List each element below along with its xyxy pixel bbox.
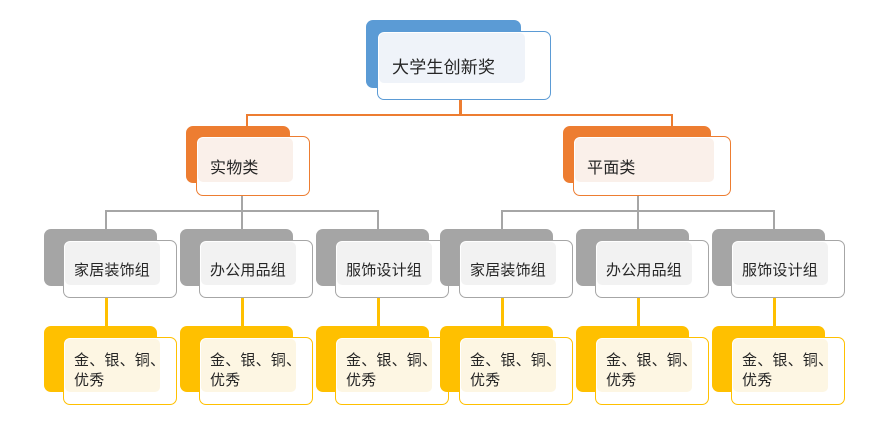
node-award-3-inner-fill [337, 339, 432, 392]
node-award-1-inner-fill [65, 339, 160, 392]
connector-to-group-1 [105, 210, 107, 229]
node-group-5-label: 办公用品组 [606, 261, 683, 279]
connector-to-group-4 [501, 210, 503, 229]
node-category-2-label: 平面类 [587, 160, 636, 177]
node-award-4-label: 金、银、铜、优秀 [470, 351, 562, 389]
connector-to-group-6 [773, 210, 775, 229]
node-root-face[interactable]: 大学生创新奖 [377, 31, 551, 100]
node-group-1[interactable]: 家居装饰组 [44, 229, 177, 298]
node-group-1-label: 家居装饰组 [74, 261, 151, 279]
node-award-6-label: 金、银、铜、优秀 [742, 351, 834, 389]
node-award-4-face[interactable]: 金、银、铜、优秀 [459, 337, 573, 405]
node-award-2[interactable]: 金、银、铜、优秀 [180, 326, 313, 405]
node-award-6-inner-fill [733, 339, 828, 392]
node-group-2-face[interactable]: 办公用品组 [199, 240, 313, 298]
connector-to-group-3 [377, 210, 379, 229]
node-group-2-label: 办公用品组 [210, 261, 287, 279]
node-category-2-inner-fill [575, 138, 714, 182]
node-group-3[interactable]: 服饰设计组 [316, 229, 449, 298]
node-root-inner-fill [379, 33, 525, 83]
connector-to-award-5 [637, 298, 640, 326]
connector-to-group-2 [241, 210, 243, 229]
connector-to-group-5 [637, 210, 639, 229]
node-group-5-inner-fill [597, 242, 692, 285]
node-group-2[interactable]: 办公用品组 [180, 229, 313, 298]
connector-to-category-2 [671, 114, 673, 126]
connector-category-1-down [241, 196, 243, 212]
connector-to-category-1 [246, 114, 248, 126]
node-award-1-face[interactable]: 金、银、铜、优秀 [63, 337, 177, 405]
node-group-6-face[interactable]: 服饰设计组 [731, 240, 845, 298]
node-category-2-face[interactable]: 平面类 [573, 136, 731, 196]
node-award-2-face[interactable]: 金、银、铜、优秀 [199, 337, 313, 405]
node-group-6-inner-fill [733, 242, 828, 285]
node-group-1-face[interactable]: 家居装饰组 [63, 240, 177, 298]
node-award-6[interactable]: 金、银、铜、优秀 [712, 326, 845, 405]
node-category-1-inner-fill [198, 138, 293, 182]
node-award-3[interactable]: 金、银、铜、优秀 [316, 326, 449, 405]
node-group-1-inner-fill [65, 242, 160, 285]
node-root-label: 大学生创新奖 [392, 58, 496, 77]
node-award-1[interactable]: 金、银、铜、优秀 [44, 326, 177, 405]
node-award-2-inner-fill [201, 339, 296, 392]
node-award-3-face[interactable]: 金、银、铜、优秀 [335, 337, 449, 405]
node-award-5-label: 金、银、铜、优秀 [606, 351, 698, 389]
node-root[interactable]: 大学生创新奖 [366, 20, 551, 100]
node-award-4-inner-fill [461, 339, 556, 392]
node-group-4[interactable]: 家居装饰组 [440, 229, 573, 298]
node-award-5-inner-fill [597, 339, 692, 392]
node-award-5[interactable]: 金、银、铜、优秀 [576, 326, 709, 405]
node-category-2[interactable]: 平面类 [563, 126, 731, 196]
node-award-2-label: 金、银、铜、优秀 [210, 351, 302, 389]
connector-root-bus [246, 114, 673, 116]
connector-to-award-1 [105, 298, 108, 326]
node-group-4-face[interactable]: 家居装饰组 [459, 240, 573, 298]
node-group-6-label: 服饰设计组 [742, 261, 819, 279]
connector-to-award-3 [377, 298, 380, 326]
node-group-3-face[interactable]: 服饰设计组 [335, 240, 449, 298]
node-group-6[interactable]: 服饰设计组 [712, 229, 845, 298]
node-group-3-label: 服饰设计组 [346, 261, 423, 279]
node-group-5[interactable]: 办公用品组 [576, 229, 709, 298]
node-category-1[interactable]: 实物类 [186, 126, 310, 196]
connector-root-down [459, 100, 462, 116]
node-award-4[interactable]: 金、银、铜、优秀 [440, 326, 573, 405]
node-group-5-face[interactable]: 办公用品组 [595, 240, 709, 298]
node-award-3-label: 金、银、铜、优秀 [346, 351, 438, 389]
connector-to-award-2 [241, 298, 244, 326]
node-category-1-label: 实物类 [210, 160, 259, 177]
node-group-2-inner-fill [201, 242, 296, 285]
node-award-5-face[interactable]: 金、银、铜、优秀 [595, 337, 709, 405]
node-group-4-inner-fill [461, 242, 556, 285]
node-group-3-inner-fill [337, 242, 432, 285]
connector-to-award-6 [773, 298, 776, 326]
node-category-1-face[interactable]: 实物类 [196, 136, 310, 196]
connector-to-award-4 [501, 298, 504, 326]
node-group-4-label: 家居装饰组 [470, 261, 547, 279]
connector-category-2-down [637, 196, 639, 212]
node-award-6-face[interactable]: 金、银、铜、优秀 [731, 337, 845, 405]
node-award-1-label: 金、银、铜、优秀 [74, 351, 166, 389]
